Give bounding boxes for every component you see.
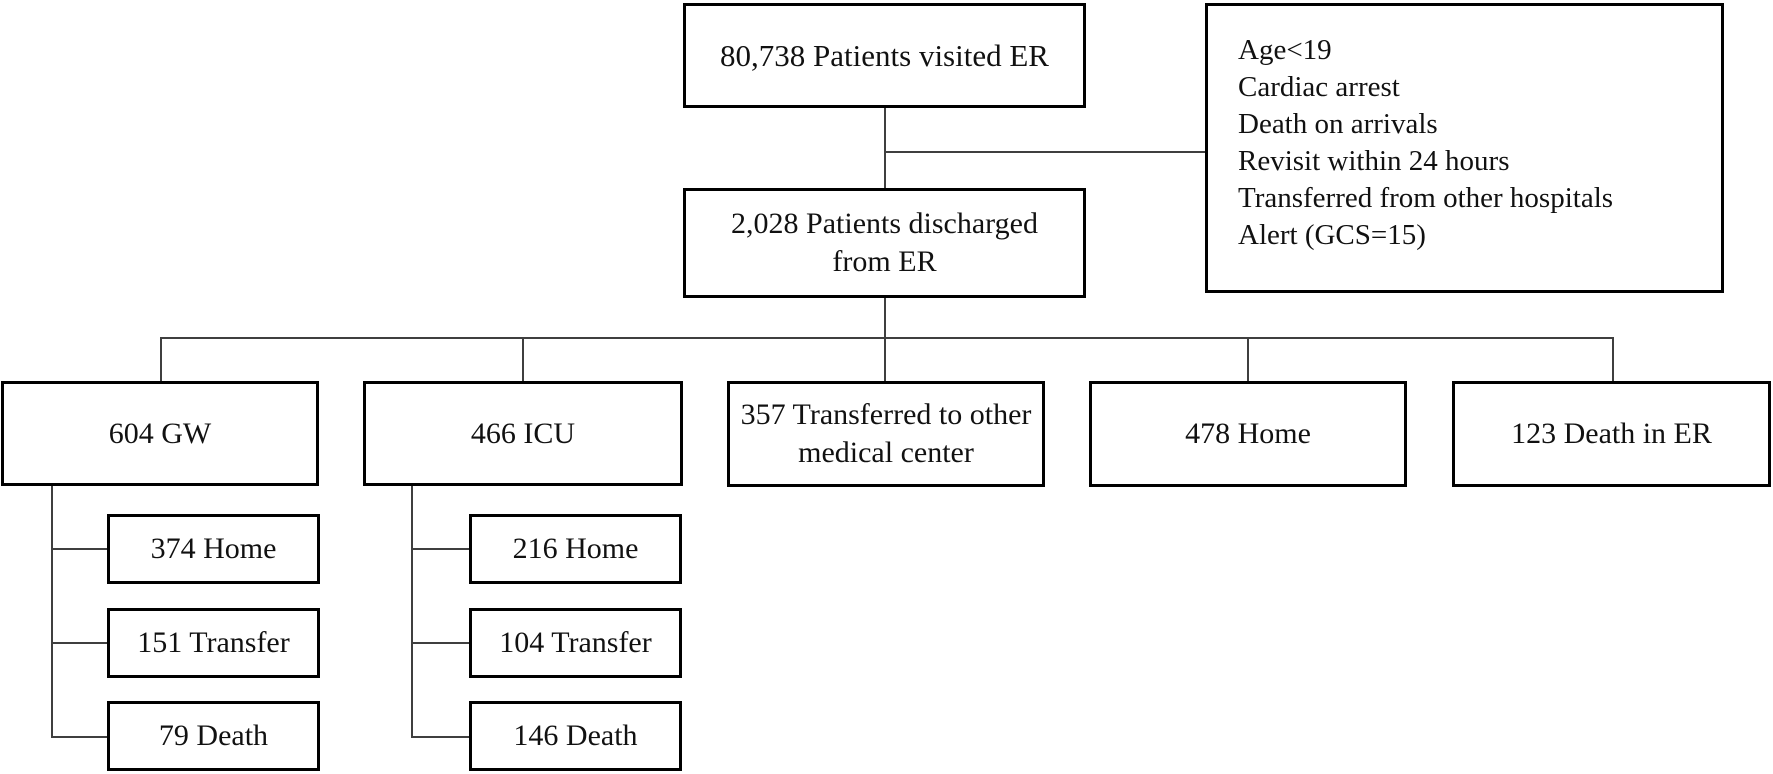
node-discharged: 2,028 Patients discharged from ER: [683, 188, 1086, 298]
node-icu-home: 216 Home: [469, 514, 682, 584]
node-transferred-other-center: 357 Transferred to other medical center: [727, 381, 1045, 487]
connector-icu-trunk: [411, 486, 413, 738]
node-icu-home-label: 216 Home: [512, 532, 639, 565]
node-gw-death-label: 79 Death: [158, 719, 269, 752]
node-gw-home: 374 Home: [107, 514, 320, 584]
node-gw-transfer: 151 Transfer: [107, 608, 320, 678]
node-gw-label: 604 GW: [108, 416, 212, 450]
node-discharged-label: 2,028 Patients discharged from ER: [731, 207, 1038, 278]
exclusion-item-age: Age<19: [1238, 34, 1332, 66]
node-gw: 604 GW: [1, 381, 319, 486]
connector-to-exclusion-box: [884, 151, 1205, 153]
connector-gw-stub-transfer: [51, 642, 107, 644]
exclusion-item-transferred: Transferred from other hospitals: [1238, 182, 1614, 214]
exclusion-item-death-on-arrival: Death on arrivals: [1238, 108, 1438, 140]
node-exclusion-criteria: Age<19 Cardiac arrest Death on arrivals …: [1205, 3, 1724, 293]
connector-bus-horizontal: [160, 337, 1614, 339]
node-icu-transfer-label: 104 Transfer: [499, 626, 652, 659]
connector-drop-icu: [522, 337, 524, 382]
connector-drop-gw: [160, 337, 162, 382]
connector-icu-stub-home: [411, 548, 469, 550]
node-visited-er-label: 80,738 Patients visited ER: [720, 37, 1049, 73]
exclusion-item-alert-gcs: Alert (GCS=15): [1238, 219, 1426, 251]
node-death-in-er: 123 Death in ER: [1452, 381, 1771, 487]
node-gw-home-label: 374 Home: [150, 532, 277, 565]
node-gw-transfer-label: 151 Transfer: [137, 626, 290, 659]
connector-gw-trunk: [51, 486, 53, 738]
node-icu-transfer: 104 Transfer: [469, 608, 682, 678]
node-icu-death-label: 146 Death: [513, 719, 638, 752]
node-gw-death: 79 Death: [107, 701, 320, 771]
connector-gw-stub-death: [51, 736, 107, 738]
node-home-label: 478 Home: [1185, 417, 1311, 450]
exclusion-item-cardiac-arrest: Cardiac arrest: [1238, 71, 1400, 103]
node-home: 478 Home: [1089, 381, 1407, 487]
connector-discharged-to-bus: [884, 298, 886, 382]
node-icu-label: 466 ICU: [470, 416, 576, 450]
connector-icu-stub-transfer: [411, 642, 469, 644]
connector-drop-home: [1247, 337, 1249, 382]
connector-gw-stub-home: [51, 548, 107, 550]
connector-icu-stub-death: [411, 736, 469, 738]
connector-root-to-discharged: [884, 108, 886, 190]
node-death-in-er-label: 123 Death in ER: [1511, 417, 1712, 450]
node-visited-er: 80,738 Patients visited ER: [683, 3, 1086, 108]
exclusion-item-revisit: Revisit within 24 hours: [1238, 145, 1510, 177]
node-transferred-other-center-label: 357 Transferred to other medical center: [740, 398, 1032, 469]
node-icu-death: 146 Death: [469, 701, 682, 771]
connector-drop-death-er: [1612, 337, 1614, 382]
node-icu: 466 ICU: [363, 381, 683, 486]
